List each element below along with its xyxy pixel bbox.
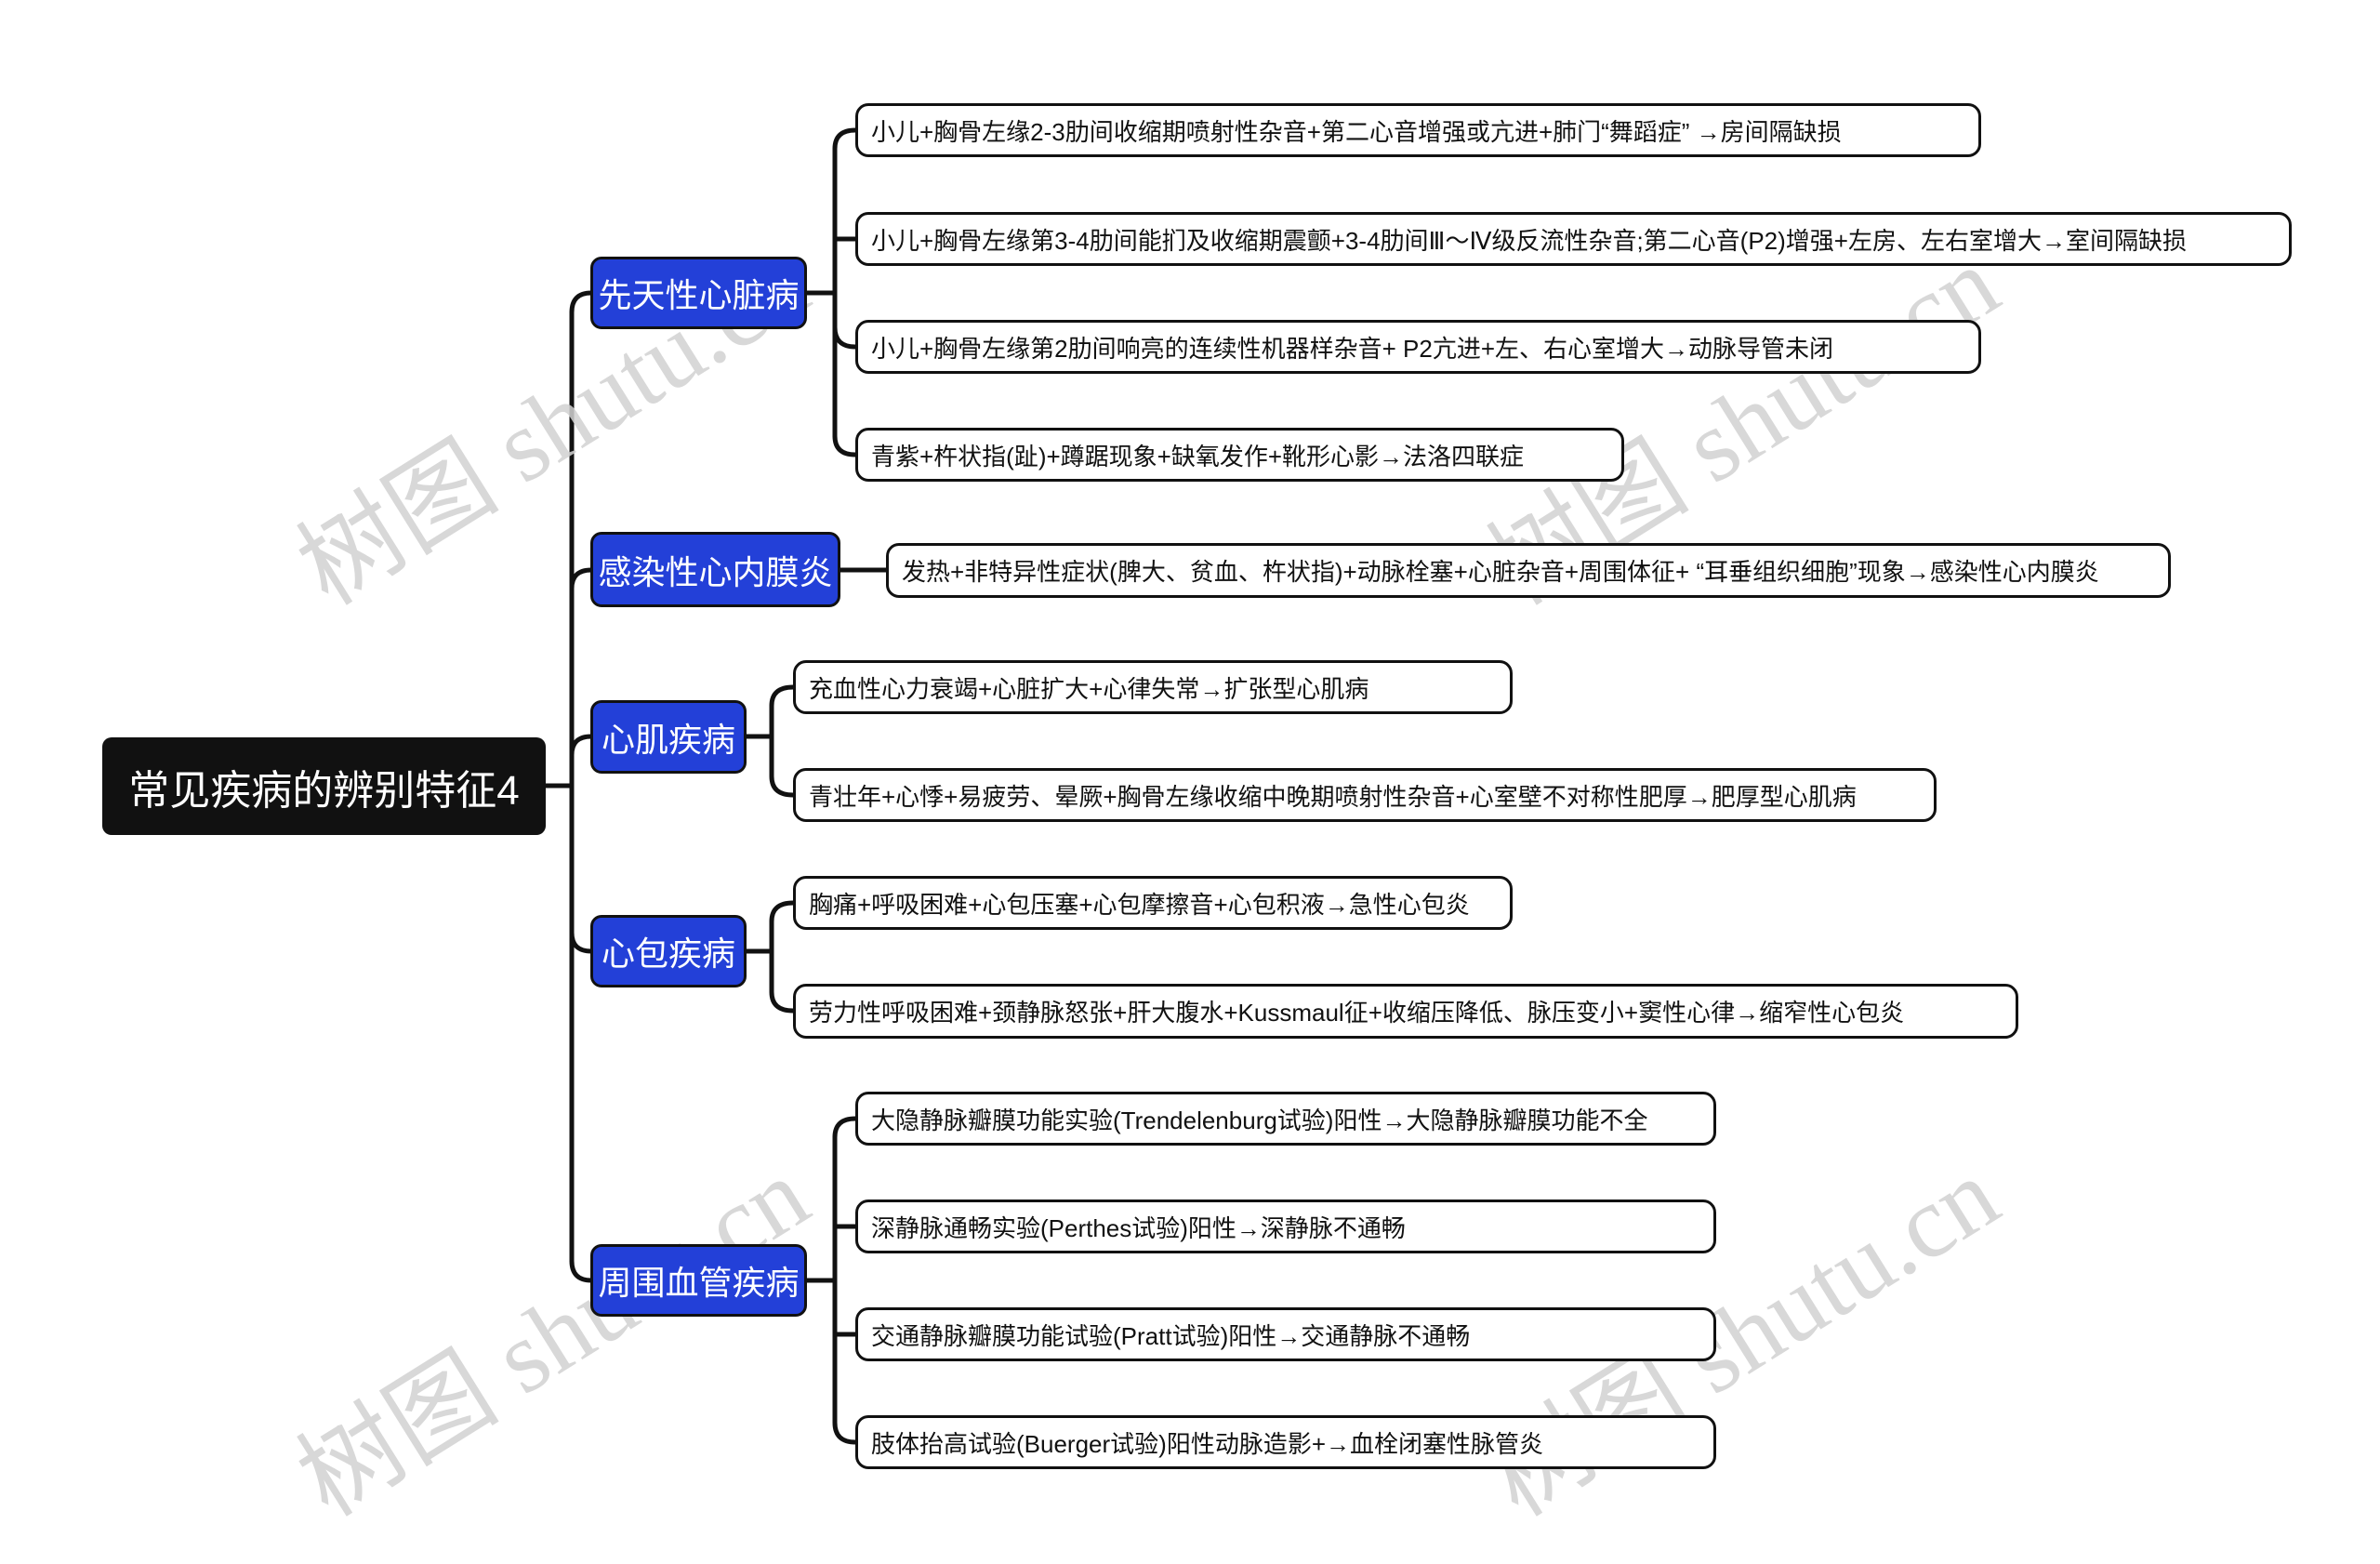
branch-pericardial-disease[interactable]: 心包疾病 [590, 915, 747, 987]
leaf-atrial-septal-defect[interactable]: 小儿+胸骨左缘2-3肋间收缩期喷射性杂音+第二心音增强或亢进+肺门“舞蹈症” →… [855, 103, 1981, 157]
leaf-label: 大隐静脉瓣膜功能实验(Trendelenburg试验)阳性→大隐静脉瓣膜功能不全 [871, 1106, 1648, 1134]
branch-label: 心包疾病 [601, 934, 735, 973]
leaf-label: 青壮年+心悸+易疲劳、晕厥+胸骨左缘收缩中晚期喷射性杂音+心室壁不对称性肥厚→肥… [809, 782, 1857, 811]
leaf-perthes-test[interactable]: 深静脉通畅实验(Perthes试验)阳性→深静脉不通畅 [855, 1200, 1716, 1253]
branch-label: 先天性心脏病 [598, 276, 800, 314]
leaf-acute-pericarditis[interactable]: 胸痛+呼吸困难+心包压塞+心包摩擦音+心包积液→急性心包炎 [793, 876, 1513, 930]
leaf-label: 小儿+胸骨左缘第3-4肋间能扪及收缩期震颤+3-4肋间Ⅲ～Ⅳ级反流性杂音;第二心… [871, 226, 2187, 255]
root-topic[interactable]: 常见疾病的辨别特征4 [102, 737, 546, 835]
leaf-ventricular-septal-defect[interactable]: 小儿+胸骨左缘第3-4肋间能扪及收缩期震颤+3-4肋间Ⅲ～Ⅳ级反流性杂音;第二心… [855, 212, 2292, 266]
leaf-patent-ductus-arteriosus[interactable]: 小儿+胸骨左缘第2肋间响亮的连续性机器样杂音+ P2亢进+左、右心室增大→动脉导… [855, 320, 1981, 374]
branch-congenital-heart-disease[interactable]: 先天性心脏病 [590, 257, 807, 329]
branch-infective-endocarditis[interactable]: 感染性心内膜炎 [590, 532, 840, 607]
leaf-label: 充血性心力衰竭+心脏扩大+心律失常→扩张型心肌病 [809, 674, 1369, 703]
leaf-label: 胸痛+呼吸困难+心包压塞+心包摩擦音+心包积液→急性心包炎 [809, 890, 1470, 919]
leaf-dilated-cardiomyopathy[interactable]: 充血性心力衰竭+心脏扩大+心律失常→扩张型心肌病 [793, 660, 1513, 714]
leaf-tetralogy-of-fallot[interactable]: 青紫+杵状指(趾)+蹲踞现象+缺氧发作+靴形心影→法洛四联症 [855, 428, 1624, 482]
branch-label: 感染性心内膜炎 [598, 552, 833, 591]
leaf-label: 深静脉通畅实验(Perthes试验)阳性→深静脉不通畅 [871, 1213, 1406, 1242]
leaf-label: 肢体抬高试验(Buerger试验)阳性动脉造影+→血栓闭塞性脉管炎 [871, 1429, 1543, 1458]
leaf-pratt-test[interactable]: 交通静脉瓣膜功能试验(Pratt试验)阳性→交通静脉不通畅 [855, 1307, 1716, 1361]
branch-label: 心肌疾病 [601, 720, 735, 759]
branch-cardiomyopathy[interactable]: 心肌疾病 [590, 700, 747, 774]
leaf-label: 劳力性呼吸困难+颈静脉怒张+肝大腹水+Kussmaul征+收缩压降低、脉压变小+… [809, 999, 1905, 1027]
leaf-buerger-test[interactable]: 肢体抬高试验(Buerger试验)阳性动脉造影+→血栓闭塞性脉管炎 [855, 1415, 1716, 1469]
leaf-label: 交通静脉瓣膜功能试验(Pratt试验)阳性→交通静脉不通畅 [871, 1321, 1471, 1350]
branch-peripheral-vascular-disease[interactable]: 周围血管疾病 [590, 1244, 807, 1317]
leaf-constrictive-pericarditis[interactable]: 劳力性呼吸困难+颈静脉怒张+肝大腹水+Kussmaul征+收缩压降低、脉压变小+… [793, 984, 2018, 1039]
leaf-label: 小儿+胸骨左缘2-3肋间收缩期喷射性杂音+第二心音增强或亢进+肺门“舞蹈症” →… [871, 117, 1842, 146]
leaf-trendelenburg-test[interactable]: 大隐静脉瓣膜功能实验(Trendelenburg试验)阳性→大隐静脉瓣膜功能不全 [855, 1092, 1716, 1146]
leaf-infective-endocarditis[interactable]: 发热+非特异性症状(脾大、贫血、杵状指)+动脉栓塞+心脏杂音+周围体征+ “耳垂… [886, 543, 2171, 598]
leaf-label: 发热+非特异性症状(脾大、贫血、杵状指)+动脉栓塞+心脏杂音+周围体征+ “耳垂… [902, 558, 2099, 586]
leaf-label: 青紫+杵状指(趾)+蹲踞现象+缺氧发作+靴形心影→法洛四联症 [871, 442, 1525, 471]
root-topic-label: 常见疾病的辨别特征4 [128, 767, 520, 814]
branch-label: 周围血管疾病 [598, 1264, 800, 1302]
leaf-label: 小儿+胸骨左缘第2肋间响亮的连续性机器样杂音+ P2亢进+左、右心室增大→动脉导… [871, 334, 1834, 363]
leaf-hypertrophic-cardiomyopathy[interactable]: 青壮年+心悸+易疲劳、晕厥+胸骨左缘收缩中晚期喷射性杂音+心室壁不对称性肥厚→肥… [793, 768, 1937, 822]
